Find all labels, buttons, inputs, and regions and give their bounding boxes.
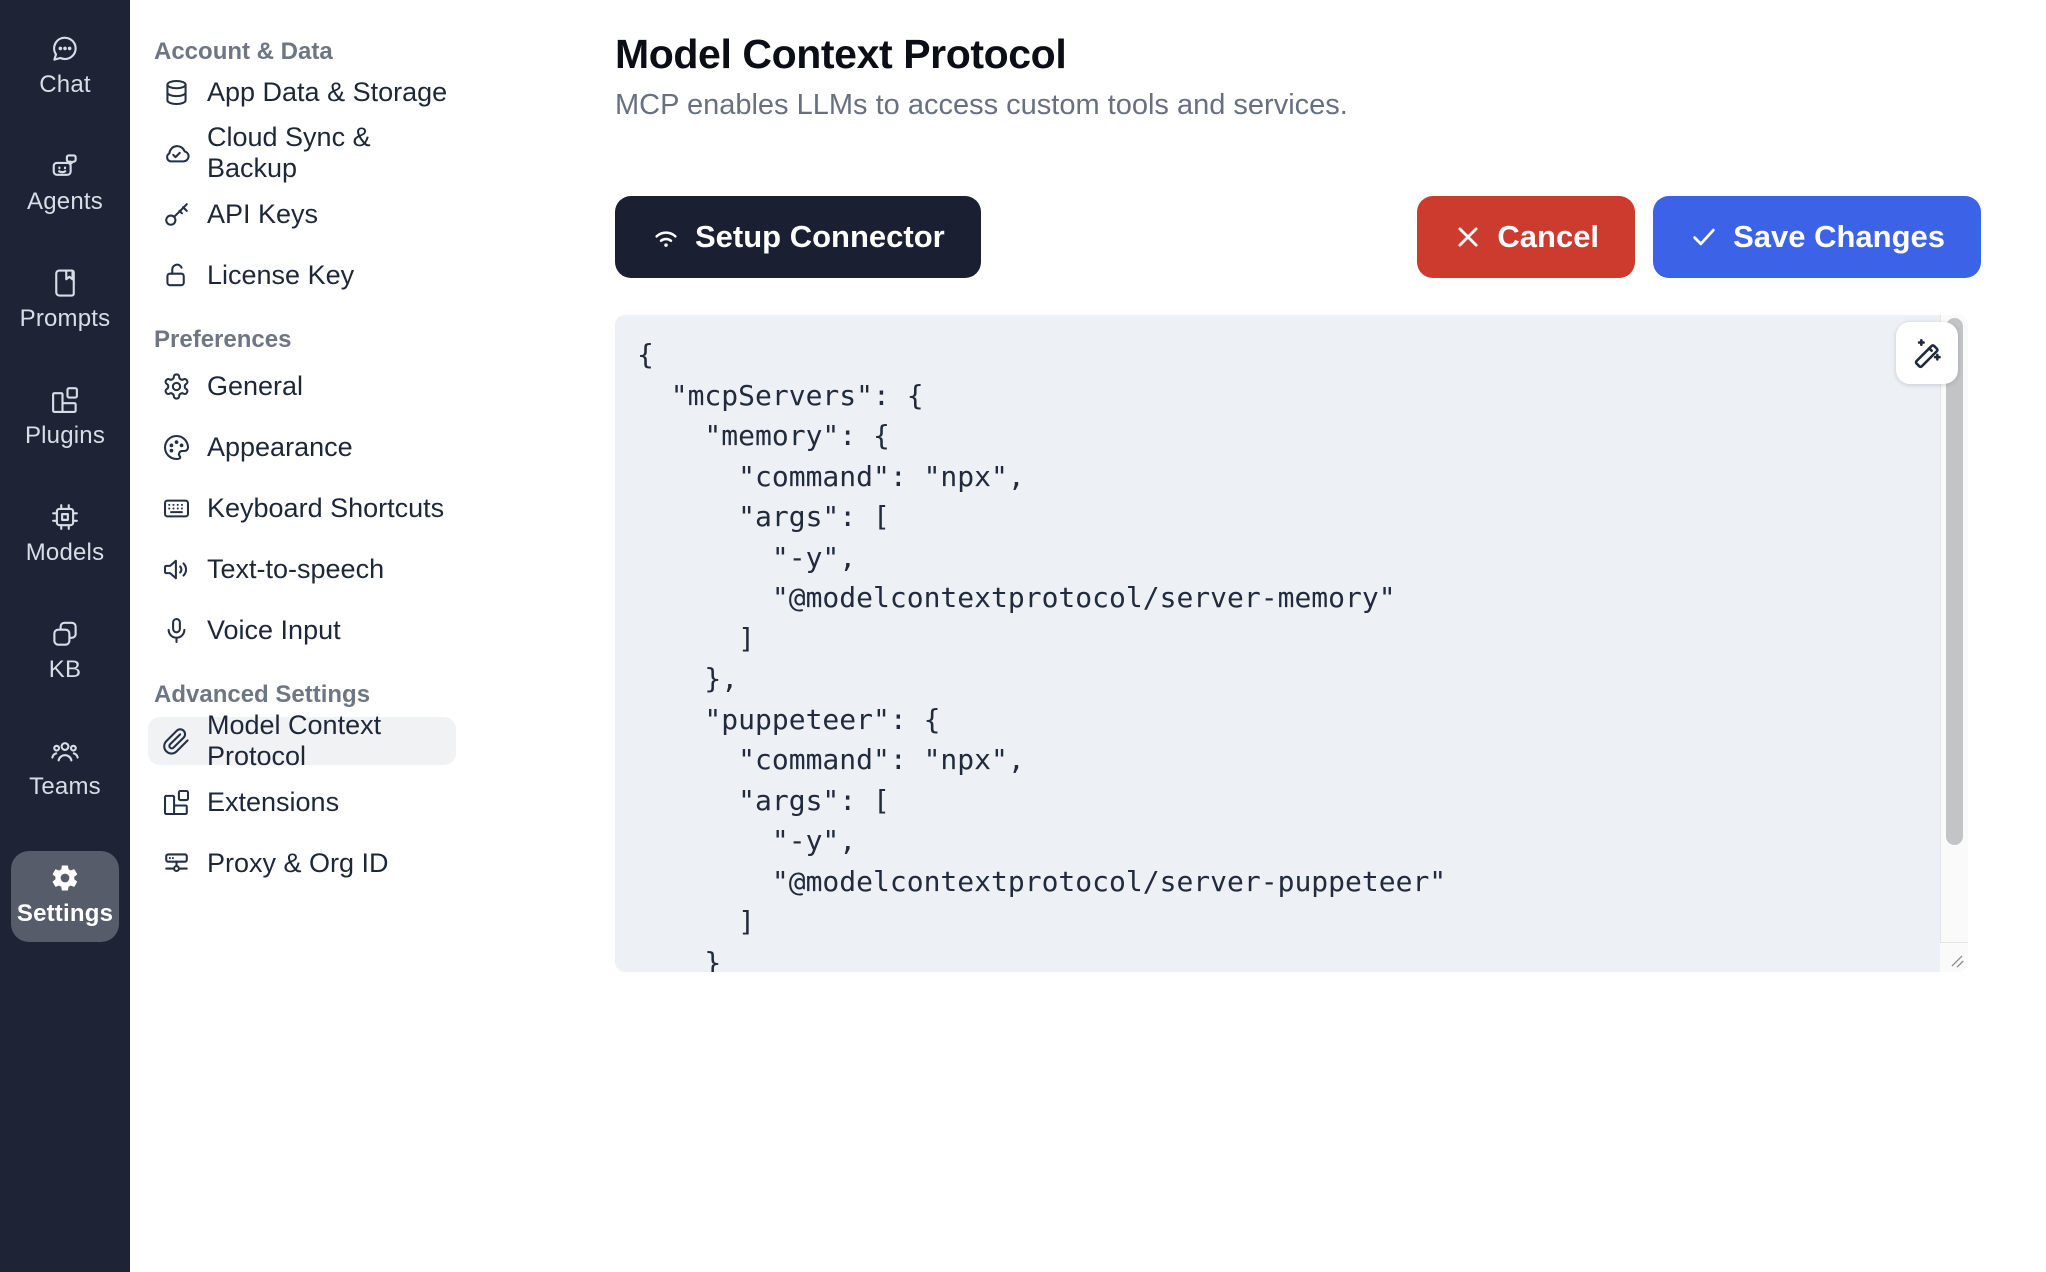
sidebar-item-settings[interactable]: Settings bbox=[11, 851, 119, 942]
cloud-check-icon bbox=[162, 139, 191, 168]
sidebar-item-chat[interactable]: Chat bbox=[11, 22, 119, 113]
sidebar-item-label: Teams bbox=[29, 773, 101, 800]
toolbar: Setup Connector Cancel Save Changes bbox=[615, 196, 1981, 278]
microphone-icon bbox=[162, 616, 191, 645]
nav-item-extensions[interactable]: Extensions bbox=[148, 778, 456, 826]
nav-item-label: Appearance bbox=[207, 431, 353, 462]
nav-item-label: Cloud Sync & Backup bbox=[207, 122, 371, 183]
database-icon bbox=[162, 78, 191, 107]
sidebar-item-label: Prompts bbox=[19, 305, 111, 332]
page-subtitle: MCP enables LLMs to access custom tools … bbox=[615, 89, 1348, 121]
nav-item-api-keys[interactable]: API Keys bbox=[148, 190, 456, 238]
nav-item-label: Keyboard Shortcuts bbox=[207, 492, 445, 523]
key-icon bbox=[162, 200, 191, 229]
lock-open-icon bbox=[162, 261, 191, 290]
chat-icon bbox=[50, 34, 80, 64]
nav-item-label: General bbox=[207, 370, 304, 401]
editor-scrollbar-track[interactable] bbox=[1940, 315, 1968, 972]
format-json-button[interactable] bbox=[1896, 322, 1958, 384]
cpu-icon bbox=[50, 502, 80, 532]
sidebar-item-agents[interactable]: Agents bbox=[11, 139, 119, 230]
main-content: Model Context Protocol MCP enables LLMs … bbox=[615, 0, 1990, 1272]
nav-section-header: Preferences bbox=[154, 326, 292, 353]
setup-connector-label: Setup Connector bbox=[695, 219, 945, 254]
nav-item-label: Model Context Protocol bbox=[207, 710, 382, 771]
gear-icon bbox=[50, 863, 80, 893]
app-sidebar: Chat Agents Prompts Plugins Models bbox=[0, 0, 130, 1272]
nav-item-label: App Data & Storage bbox=[207, 76, 448, 107]
nav-item-appearance[interactable]: Appearance bbox=[148, 423, 456, 471]
mcp-config-code[interactable]: { "mcpServers": { "memory": { "command":… bbox=[637, 338, 1447, 972]
keyboard-icon bbox=[162, 494, 191, 523]
nav-item-general[interactable]: General bbox=[148, 362, 456, 410]
settings-nav: Account & Data App Data & Storage Cloud … bbox=[130, 0, 460, 1272]
sidebar-item-models[interactable]: Models bbox=[11, 490, 119, 581]
check-icon bbox=[1689, 222, 1719, 252]
sidebar-item-label: Models bbox=[25, 539, 105, 566]
nav-section-header: Account & Data bbox=[154, 38, 333, 65]
close-icon bbox=[1453, 222, 1483, 252]
nav-item-label: Voice Input bbox=[207, 614, 341, 645]
blocks-icon bbox=[50, 385, 80, 415]
blocks-icon bbox=[162, 788, 191, 817]
nav-item-keyboard-shortcuts[interactable]: Keyboard Shortcuts bbox=[148, 484, 456, 532]
wifi-icon bbox=[651, 222, 681, 252]
save-changes-button[interactable]: Save Changes bbox=[1653, 196, 1981, 278]
server-network-icon bbox=[162, 849, 191, 878]
cancel-label: Cancel bbox=[1497, 219, 1600, 254]
nav-item-model-context-protocol[interactable]: Model Context Protocol bbox=[148, 710, 456, 771]
sidebar-item-plugins[interactable]: Plugins bbox=[11, 373, 119, 464]
sidebar-item-label: Settings bbox=[16, 900, 114, 927]
nav-item-label: Proxy & Org ID bbox=[207, 847, 389, 878]
editor-resize-handle[interactable] bbox=[1940, 942, 1968, 972]
cancel-button[interactable]: Cancel bbox=[1417, 196, 1636, 278]
sidebar-item-teams[interactable]: Teams bbox=[11, 724, 119, 815]
nav-item-voice-input[interactable]: Voice Input bbox=[148, 606, 456, 654]
editor-scrollbar-thumb[interactable] bbox=[1946, 318, 1963, 845]
nav-item-label: Extensions bbox=[207, 786, 340, 817]
wand-sparkles-icon bbox=[1910, 336, 1944, 370]
speaker-icon bbox=[162, 555, 191, 584]
save-changes-label: Save Changes bbox=[1733, 219, 1945, 254]
sidebar-item-kb[interactable]: KB bbox=[11, 607, 119, 698]
nav-item-app-data-storage[interactable]: App Data & Storage bbox=[148, 68, 456, 116]
nav-section-header: Advanced Settings bbox=[154, 681, 371, 708]
robot-icon bbox=[50, 151, 80, 181]
nav-item-cloud-sync-backup[interactable]: Cloud Sync & Backup bbox=[148, 122, 456, 183]
sidebar-item-prompts[interactable]: Prompts bbox=[11, 256, 119, 347]
book-icon bbox=[50, 268, 80, 298]
setup-connector-button[interactable]: Setup Connector bbox=[615, 196, 981, 278]
nav-item-label: License Key bbox=[207, 259, 355, 290]
nav-item-text-to-speech[interactable]: Text-to-speech bbox=[148, 545, 456, 593]
sidebar-item-label: KB bbox=[48, 656, 82, 683]
nav-item-proxy-org-id[interactable]: Proxy & Org ID bbox=[148, 839, 456, 887]
sidebar-item-label: Chat bbox=[39, 71, 91, 98]
stack-icon bbox=[50, 619, 80, 649]
gear-outline-icon bbox=[162, 372, 191, 401]
palette-icon bbox=[162, 433, 191, 462]
nav-item-label: API Keys bbox=[207, 198, 319, 229]
nav-item-label: Text-to-speech bbox=[207, 553, 385, 584]
mcp-config-editor[interactable]: { "mcpServers": { "memory": { "command":… bbox=[615, 315, 1968, 972]
users-icon bbox=[50, 736, 80, 766]
action-buttons: Cancel Save Changes bbox=[1417, 196, 1981, 278]
paperclip-icon bbox=[162, 727, 191, 756]
sidebar-item-label: Agents bbox=[27, 188, 103, 215]
nav-item-license-key[interactable]: License Key bbox=[148, 251, 456, 299]
sidebar-item-label: Plugins bbox=[24, 422, 106, 449]
page-title: Model Context Protocol bbox=[615, 31, 1067, 77]
